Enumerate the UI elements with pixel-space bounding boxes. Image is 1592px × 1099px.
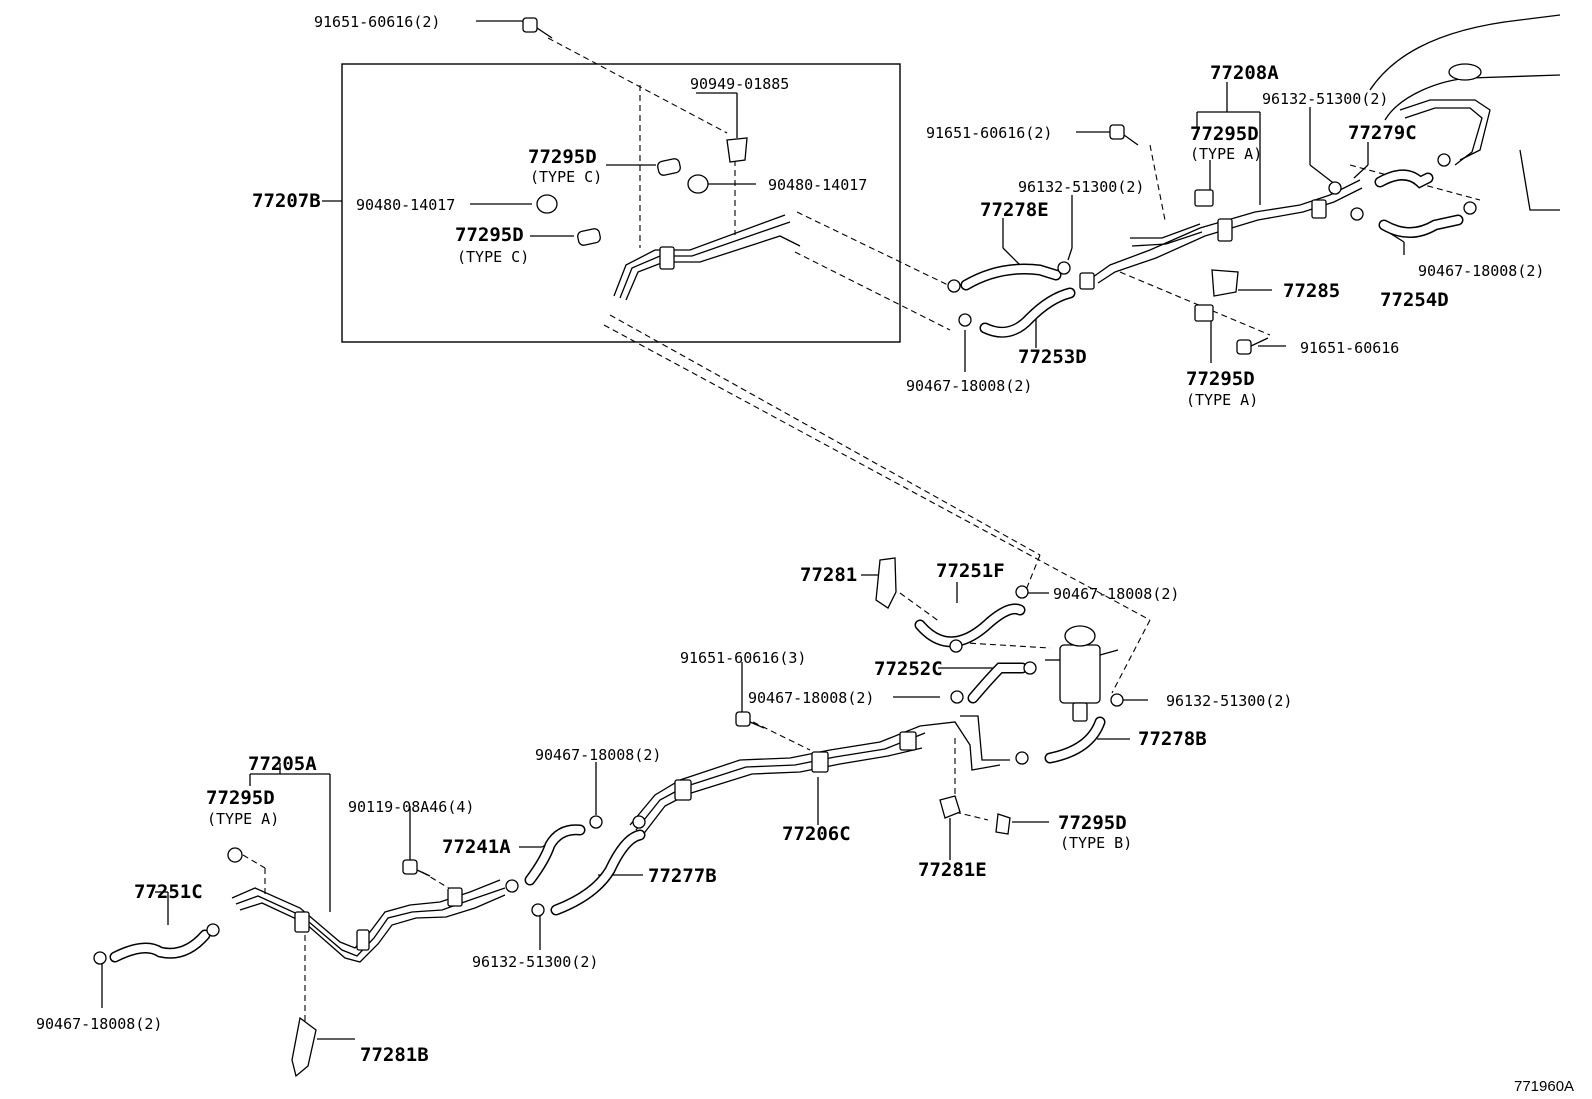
label-91651-60616-right: 91651-60616 [1300,339,1399,357]
label-77295d-type-b: 77295D [1058,812,1127,834]
fuel-filter [1045,625,1119,722]
label-91651-60616-top-center: 91651-60616(2) [926,124,1052,142]
label-96132-51300-middle-right: 96132-51300(2) [1166,692,1292,710]
label-96132-51300-bottom: 96132-51300(2) [472,953,598,971]
label-77206c: 77206C [782,823,851,845]
label-90119-08a46: 90119-08A46(4) [348,798,474,816]
label-77241a: 77241A [442,836,511,858]
label-77251f: 77251F [936,560,1005,582]
hardware-parts [93,17,1477,1078]
label-91651-60616-middle: 91651-60616(3) [680,649,806,667]
bolt-lower-left [402,859,431,877]
bolt-top-left [522,17,553,39]
leader-lines [101,20,1405,1040]
rubber-hoses [109,169,1464,963]
bolt-right [1236,337,1269,355]
label-type-a-upper: (TYPE A) [1190,145,1262,163]
label-96132-51300-top-right: 96132-51300(2) [1262,90,1388,108]
label-77285: 77285 [1283,280,1340,302]
label-77278e: 77278E [980,199,1049,221]
label-90949-01885: 90949-01885 [690,75,789,93]
label-type-c-lower: (TYPE C) [457,248,529,266]
label-90467-18008-bottom-left: 90467-18008(2) [36,1015,162,1033]
label-90467-18008-middle-upper: 90467-18008(2) [1053,585,1179,603]
label-77278b: 77278B [1138,728,1207,750]
label-90467-18008-top-right: 90467-18008(2) [1418,262,1544,280]
label-90480-14017-right: 90480-14017 [768,176,867,194]
label-77279c: 77279C [1348,122,1417,144]
label-90467-18008-center: 90467-18008(2) [906,377,1032,395]
label-type-a-lower: (TYPE A) [1186,391,1258,409]
label-type-b: (TYPE B) [1060,834,1132,852]
label-96132-51300-center: 96132-51300(2) [1018,178,1144,196]
label-77295d-type-a-upper: 77295D [1190,123,1259,145]
label-77254d: 77254D [1380,289,1449,311]
label-77207b: 77207B [252,190,321,212]
label-77251c: 77251C [134,881,203,903]
label-77295d-type-c-upper: 77295D [528,146,597,168]
label-type-a-bottom: (TYPE A) [207,810,279,828]
label-77295d-type-a-lower: 77295D [1186,368,1255,390]
label-77252c: 77252C [874,658,943,680]
label-91651-60616-top-left: 91651-60616(2) [314,13,440,31]
label-77281b: 77281B [360,1044,429,1066]
fuel-pipe-assemblies [231,14,1561,963]
label-90467-18008-lower-center: 90467-18008(2) [535,746,661,764]
label-77253d: 77253D [1018,346,1087,368]
dashed-assembly-lines [242,37,1481,1030]
label-77295d-type-a-bottom: 77295D [206,787,275,809]
bolt-top-center [1109,124,1139,146]
callout-labels: 91651-60616(2) 90949-01885 77295D (TYPE … [36,13,1574,1095]
detail-inset-frame [341,63,901,343]
label-77295d-type-c-lower: 77295D [455,224,524,246]
label-type-c-upper: (TYPE C) [530,168,602,186]
label-77208a: 77208A [1210,62,1279,84]
label-90467-18008-middle: 90467-18008(2) [748,689,874,707]
bolt-middle [735,711,765,729]
label-77281: 77281 [800,564,857,586]
label-77205a: 77205A [248,753,317,775]
diagram-id: 771960A [1514,1078,1574,1095]
label-77281e: 77281E [918,859,987,881]
label-90480-14017-left: 90480-14017 [356,196,455,214]
label-77277b: 77277B [648,865,717,887]
